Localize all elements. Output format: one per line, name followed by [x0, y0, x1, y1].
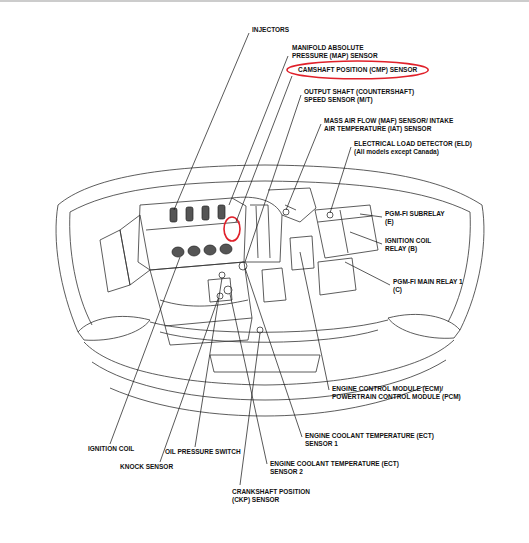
node-text: CAMSHAFT POSITION (CMP) SENSOR [298, 66, 417, 74]
engine [100, 188, 378, 345]
part-label: MASS AIR FLOW (MAF) SENSOR/ INTAKE AIR T… [324, 117, 464, 132]
ignition-coils [170, 205, 232, 257]
part-label: OUTPUT SHAFT (COUNTERSHAFT) SPEED SENSOR… [304, 88, 422, 103]
part-label: IGNITION COIL RELAY (B) [385, 237, 445, 252]
part-label: ENGINE COOLANT TEMPERATURE (ECT) SENSOR … [305, 432, 435, 447]
top-rule [0, 1, 529, 2]
highlight-circle [224, 217, 240, 241]
part-label: ENGINE CONTROL MODULE (ECM)/ POWERTRAIN … [332, 385, 482, 400]
part-label: MANIFOLD ABSOLUTE PRESSURE (MAP) SENSOR [292, 44, 382, 59]
part-label: CRANKSHAFT POSITION (CKP) SENSOR [232, 488, 322, 503]
part-label: PGM-FI MAIN RELAY 1 (C) [393, 278, 463, 293]
part-label: PGM-FI SUBRELAY (E) [385, 210, 445, 225]
highlighted-label: CAMSHAFT POSITION (CMP) SENSOR [286, 60, 429, 80]
part-label: INJECTORS [252, 26, 312, 34]
part-label: ELECTRICAL LOAD DETECTOR (ELD) (All mode… [354, 140, 474, 155]
ellipse-outline [287, 61, 428, 79]
car-body [56, 165, 484, 416]
part-label: OIL PRESSURE SWITCH [165, 448, 260, 456]
part-label: ENGINE COOLANT TEMPERATURE (ECT) SENSOR … [270, 460, 400, 475]
part-label: KNOCK SENSOR [120, 463, 190, 471]
part-label: IGNITION COIL [88, 445, 158, 453]
